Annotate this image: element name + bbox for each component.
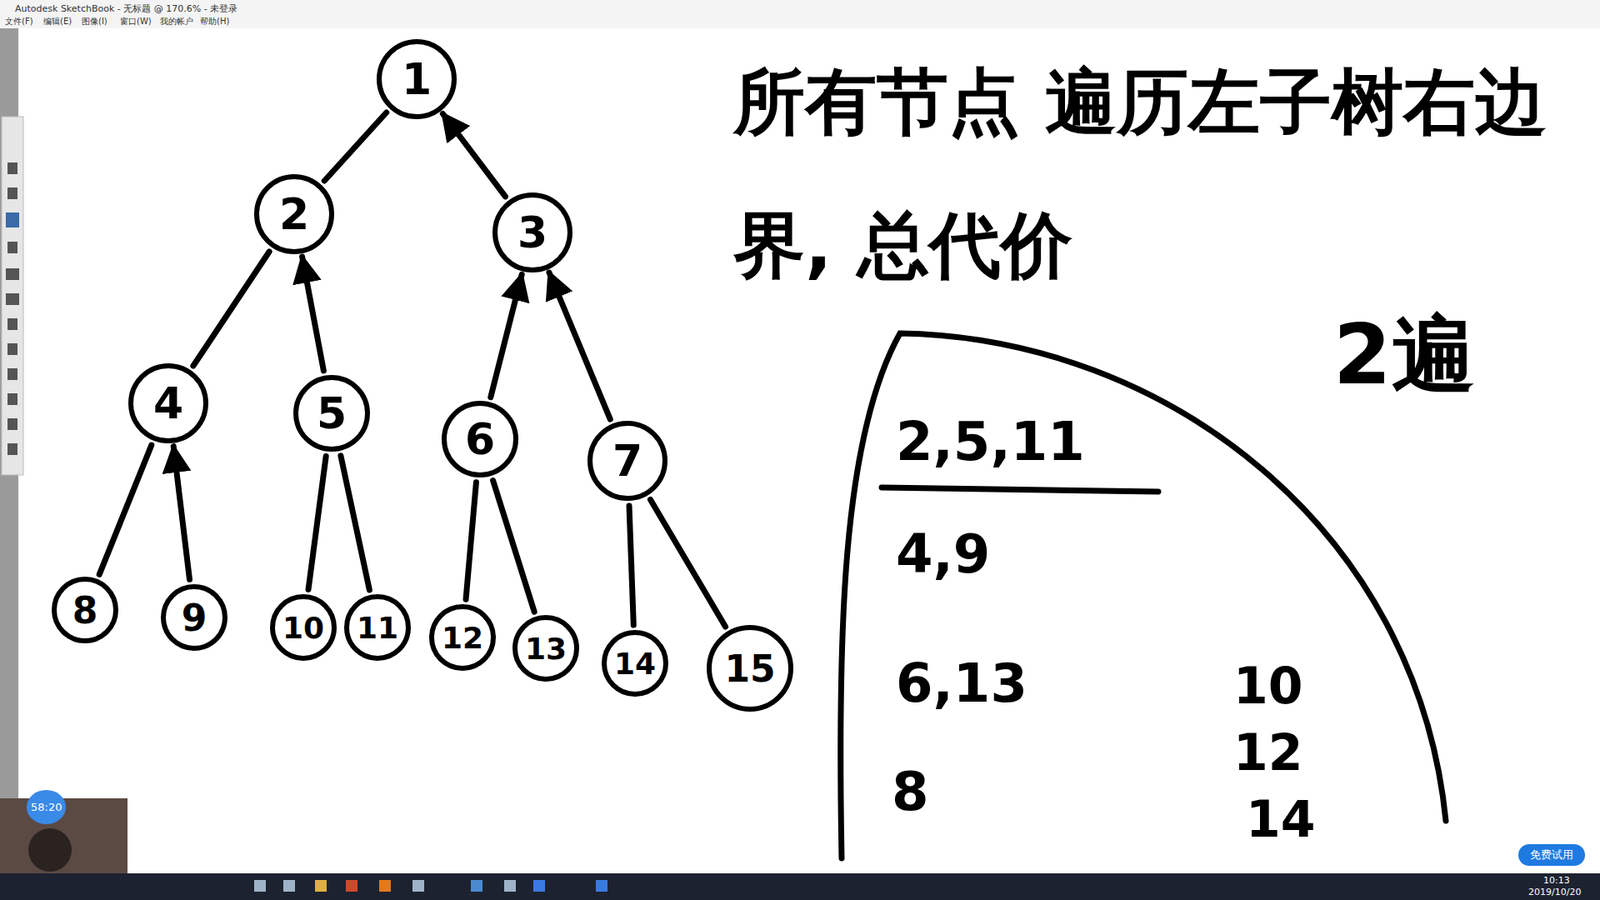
menu-item: 我的帐户 (160, 15, 194, 28)
menu-item: 窗口(W) (120, 15, 152, 28)
circle-stroke (272, 596, 335, 659)
circle-stroke (163, 586, 225, 649)
node-number: 12 (441, 620, 484, 655)
region-text: 10 (1233, 658, 1304, 714)
region-text: 6,13 (895, 654, 1028, 713)
node-number: 10 (282, 610, 325, 645)
circle-stroke (604, 632, 666, 695)
node-number: 7 (612, 435, 643, 486)
region-text: 4,9 (895, 525, 990, 584)
tree-edge (308, 456, 326, 590)
underline (881, 487, 1159, 492)
node-number: 5 (316, 388, 347, 439)
circle-stroke (295, 377, 368, 450)
region-text: 2,5,11 (895, 412, 1085, 471)
menu-item: 编辑(E) (43, 15, 72, 28)
handwritten-note: 2遍 (1333, 300, 1475, 413)
circle-stroke (346, 596, 409, 659)
tree-edge (465, 482, 476, 600)
region-text: 14 (1245, 791, 1316, 847)
tree-node-circle: 15 (706, 625, 794, 712)
tree-node-circle: 12 (429, 604, 496, 671)
tree-node-circle: 14 (601, 630, 669, 697)
circle-stroke (379, 41, 455, 117)
tree-node-circle: 6 (441, 400, 519, 478)
tree-node-circle: 2 (254, 174, 335, 255)
tree-edge (340, 455, 370, 590)
trial-button: 免费试用 (1518, 844, 1585, 866)
tree-node-circle: 5 (293, 375, 370, 452)
tree-node-circle: 9 (160, 584, 228, 651)
tree-edge (193, 251, 270, 366)
node-number: 6 (465, 414, 495, 465)
circle-stroke (444, 403, 516, 475)
tree-node-circle: 7 (587, 420, 668, 501)
clock-date: 2019/10/20 (1528, 886, 1581, 898)
node-number: 1 (401, 54, 432, 105)
tree-node-circle: 1 (376, 39, 457, 120)
tree-edge (629, 505, 634, 625)
tree-edge (490, 274, 522, 397)
taskbar-icons (254, 880, 608, 892)
circle-stroke (256, 176, 332, 252)
tree-node-circle: 10 (270, 594, 337, 661)
tree-node-circle: 8 (51, 576, 119, 644)
timer-badge: 58:20 (26, 790, 66, 825)
region-text: 8 (891, 762, 930, 821)
region-stroke (840, 333, 1446, 859)
tree-node-circle: 13 (512, 615, 580, 682)
tree-node-circle: 11 (344, 594, 411, 661)
tree-edge (302, 256, 325, 371)
node-number: 4 (153, 378, 184, 429)
window-title: Autodesk SketchBook - 无标题 @ 170.6% - 未登录 (15, 2, 238, 15)
node-number: 8 (72, 589, 99, 632)
webcam-person (28, 828, 72, 872)
node-number: 15 (724, 647, 775, 690)
node-number: 14 (614, 646, 656, 681)
tree-edge (324, 112, 386, 181)
menu-item: 图像(I) (81, 15, 108, 28)
tree-edge (650, 500, 725, 628)
tool-panel (1, 116, 24, 475)
circle-stroke (54, 579, 116, 641)
circle-stroke (709, 627, 791, 710)
node-number: 3 (517, 207, 548, 258)
taskbar (0, 873, 1600, 900)
node-number: 9 (181, 596, 208, 640)
circle-stroke (431, 606, 494, 669)
node-number: 13 (525, 631, 567, 666)
tree-edge (173, 446, 190, 580)
tree-edge (549, 272, 610, 420)
node-number: 2 (279, 189, 310, 240)
region-text: 12 (1233, 725, 1304, 780)
menu-item: 帮助(H) (200, 15, 230, 28)
tree-node-circle: 3 (492, 192, 573, 273)
tree-edge (493, 480, 535, 613)
circle-stroke (515, 617, 577, 680)
menu-item: 文件(F) (5, 15, 34, 28)
tree-node-circle: 4 (128, 363, 209, 444)
circle-stroke (495, 195, 570, 270)
handwritten-note: 所有节点 遍历左子树右边界, 总代价 (733, 30, 1575, 317)
title-bar (0, 0, 1600, 29)
circle-stroke (590, 423, 665, 499)
clock-time: 10:13 (1543, 875, 1570, 886)
node-number: 11 (356, 610, 399, 645)
tool-icons (5, 162, 20, 455)
circle-stroke (130, 365, 206, 441)
tree-edge (442, 113, 505, 196)
tree-edge (99, 445, 152, 575)
